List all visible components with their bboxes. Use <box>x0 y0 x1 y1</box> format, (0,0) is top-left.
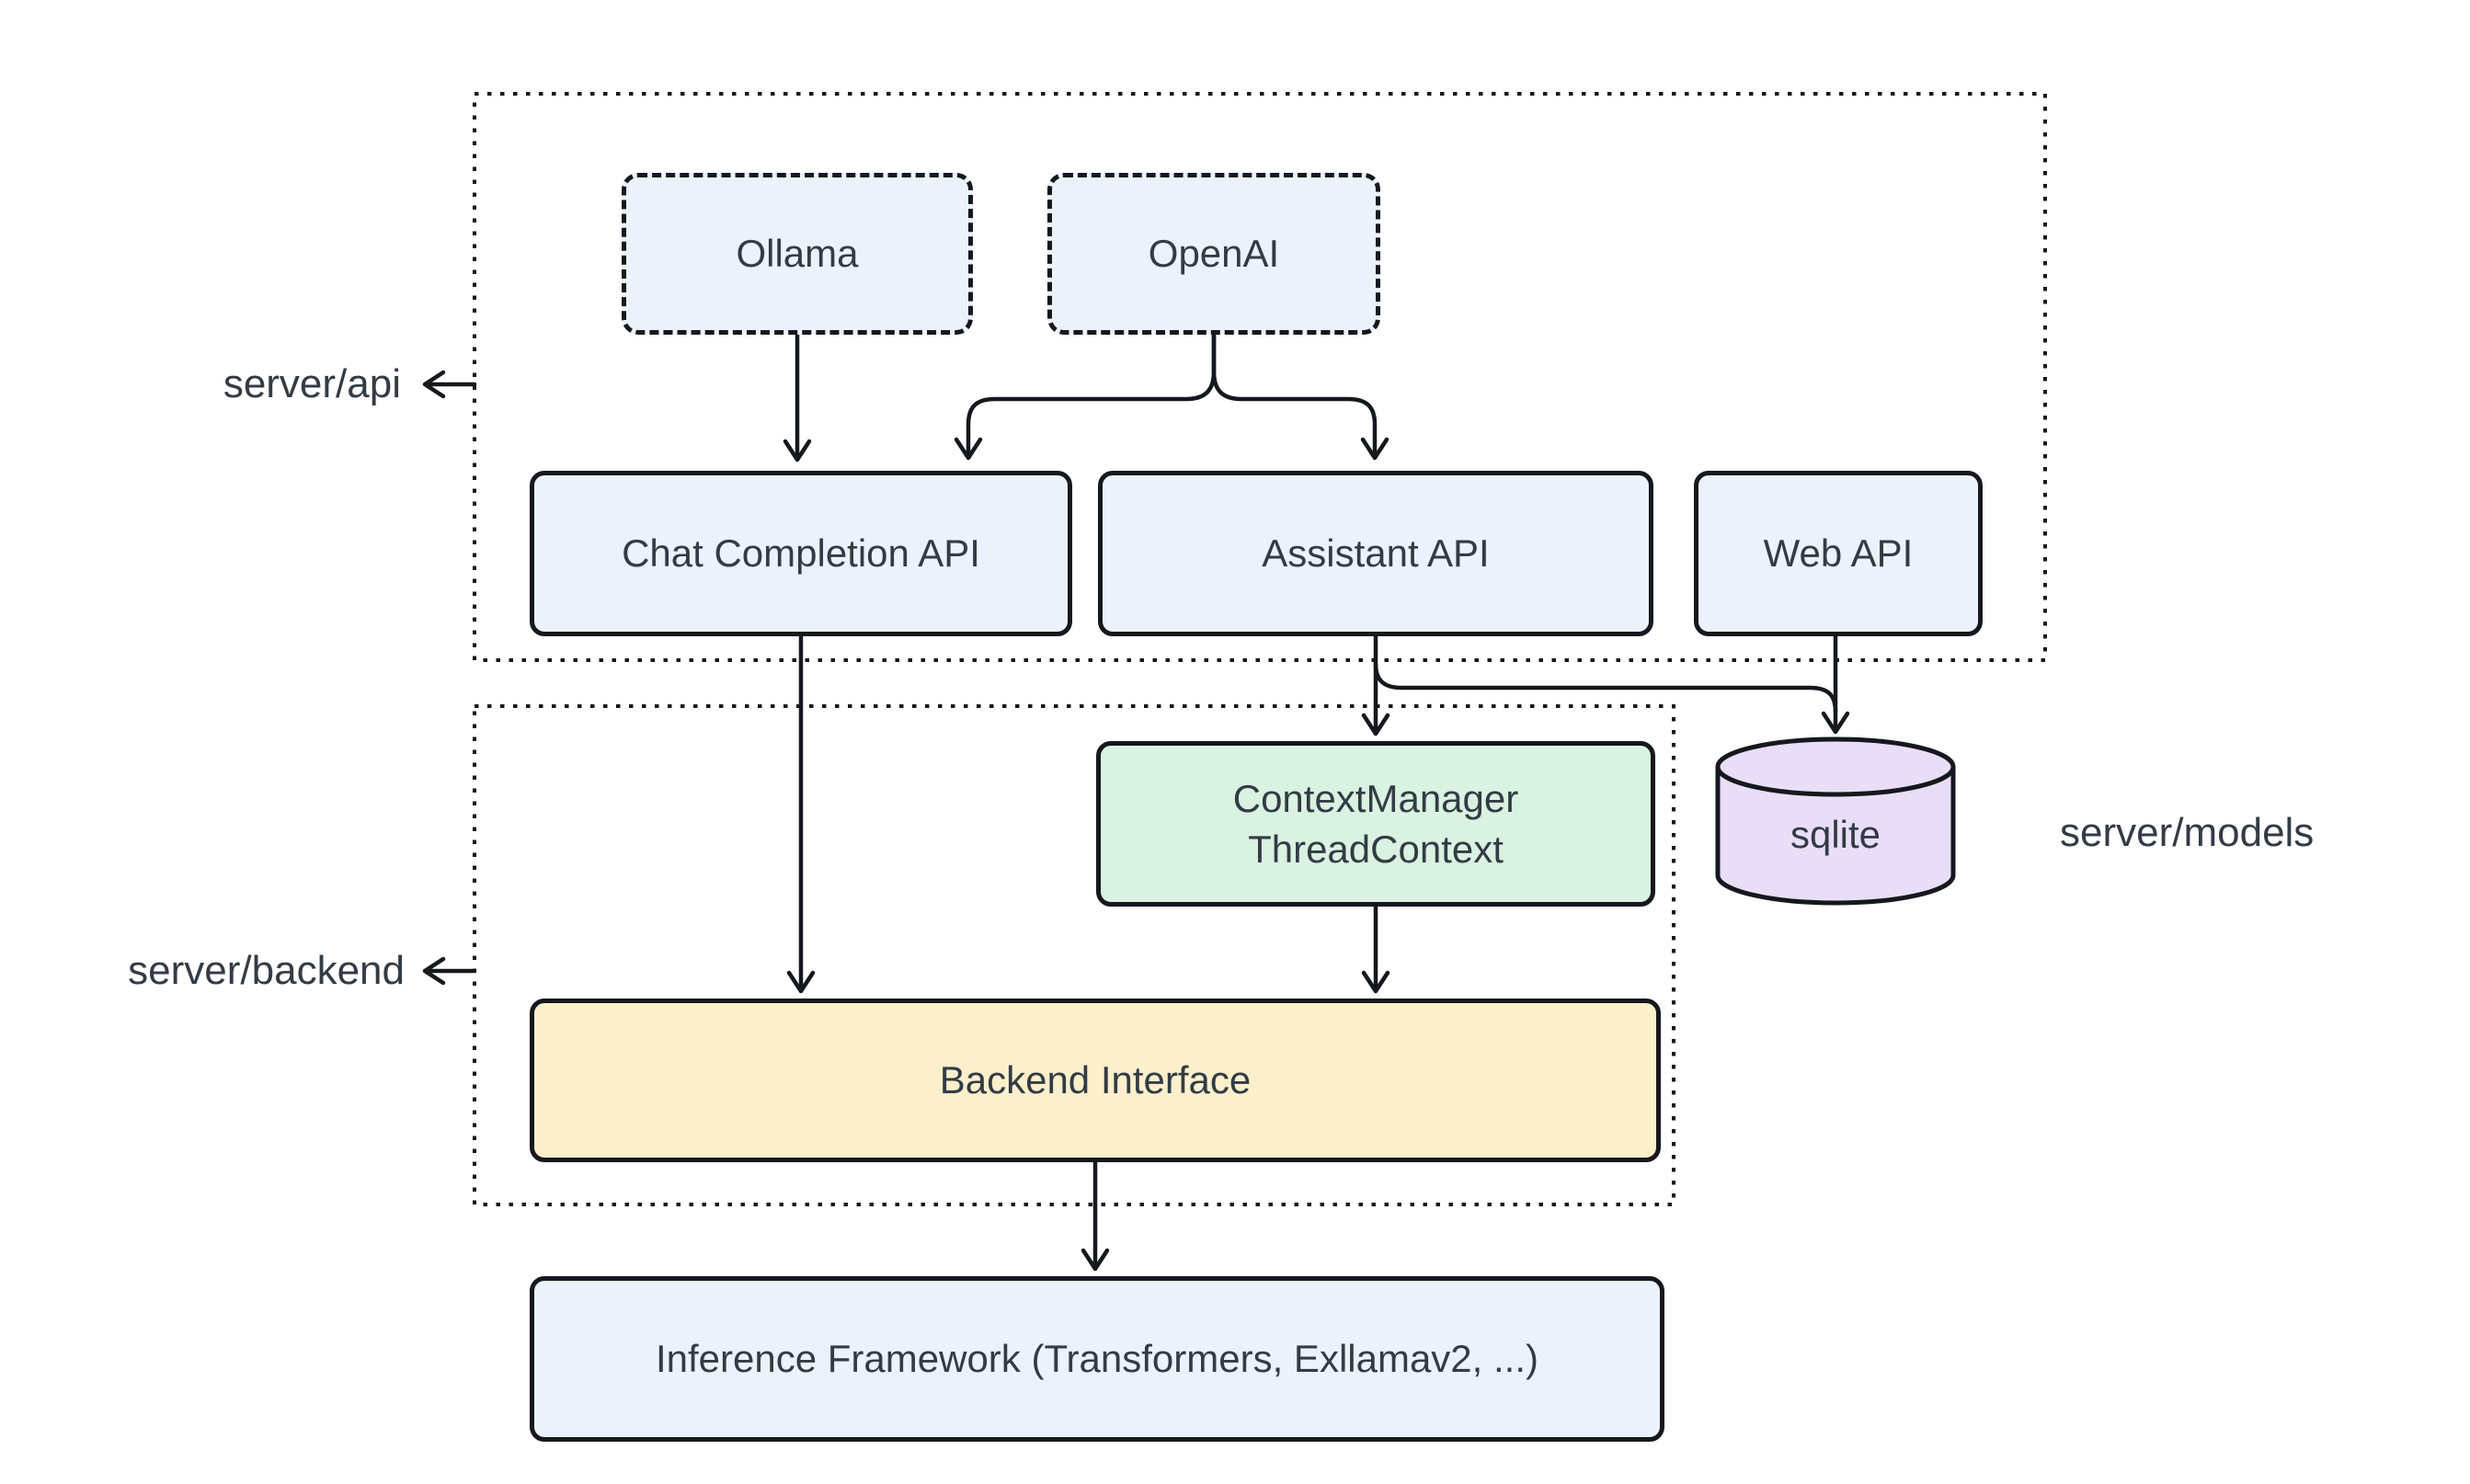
node-sqlite-label: sqlite <box>1790 813 1881 856</box>
arrowhead <box>1081 1248 1110 1272</box>
node-openai: OpenAI <box>1047 173 1380 335</box>
arrowhead <box>1361 970 1390 994</box>
server-models-label: server/models <box>2060 810 2315 855</box>
node-ollama: Ollama <box>622 173 973 335</box>
arrow-openai-to-assistant <box>1211 330 1378 459</box>
server-api-label: server/api <box>223 361 401 406</box>
node-chat-completion-api: Chat Completion API <box>530 471 1072 636</box>
node-web-api: Web API <box>1694 471 1983 636</box>
node-openai-label: OpenAI <box>1148 232 1280 276</box>
sqlite-cylinder-seam <box>1715 766 1956 797</box>
node-web-api-label: Web API <box>1763 531 1914 576</box>
arrowhead <box>786 970 816 994</box>
arrowhead-left <box>422 370 446 399</box>
arrowhead <box>1360 437 1389 461</box>
node-chat-completion-api-label: Chat Completion API <box>622 531 980 576</box>
arrowhead <box>783 439 812 462</box>
node-backend-interface-label: Backend Interface <box>939 1058 1252 1102</box>
node-inference-framework-label: Inference Framework (Transformers, Exlla… <box>655 1337 1538 1381</box>
node-inference-framework: Inference Framework (Transformers, Exlla… <box>530 1276 1664 1442</box>
sqlite-cylinder <box>1715 736 1956 906</box>
server-api-container-border <box>473 92 2047 662</box>
node-ollama-label: Ollama <box>736 232 859 276</box>
arrow-assistant-to-sqlite <box>1373 661 1838 714</box>
arrowhead <box>1821 711 1850 735</box>
arrowhead <box>954 437 983 461</box>
node-assistant-api-label: Assistant API <box>1262 531 1490 576</box>
node-context-manager-line1: ContextManager <box>1232 776 1519 820</box>
node-context-manager: ContextManager ThreadContext <box>1096 741 1655 907</box>
arrowhead <box>1361 713 1390 736</box>
arrow-openai-to-chat-completion <box>966 330 1217 459</box>
node-context-manager-line2: ThreadContext <box>1248 828 1504 871</box>
node-backend-interface: Backend Interface <box>530 999 1661 1162</box>
node-assistant-api: Assistant API <box>1098 471 1653 636</box>
server-backend-label: server/backend <box>128 948 405 993</box>
arrowhead-left <box>422 956 446 986</box>
